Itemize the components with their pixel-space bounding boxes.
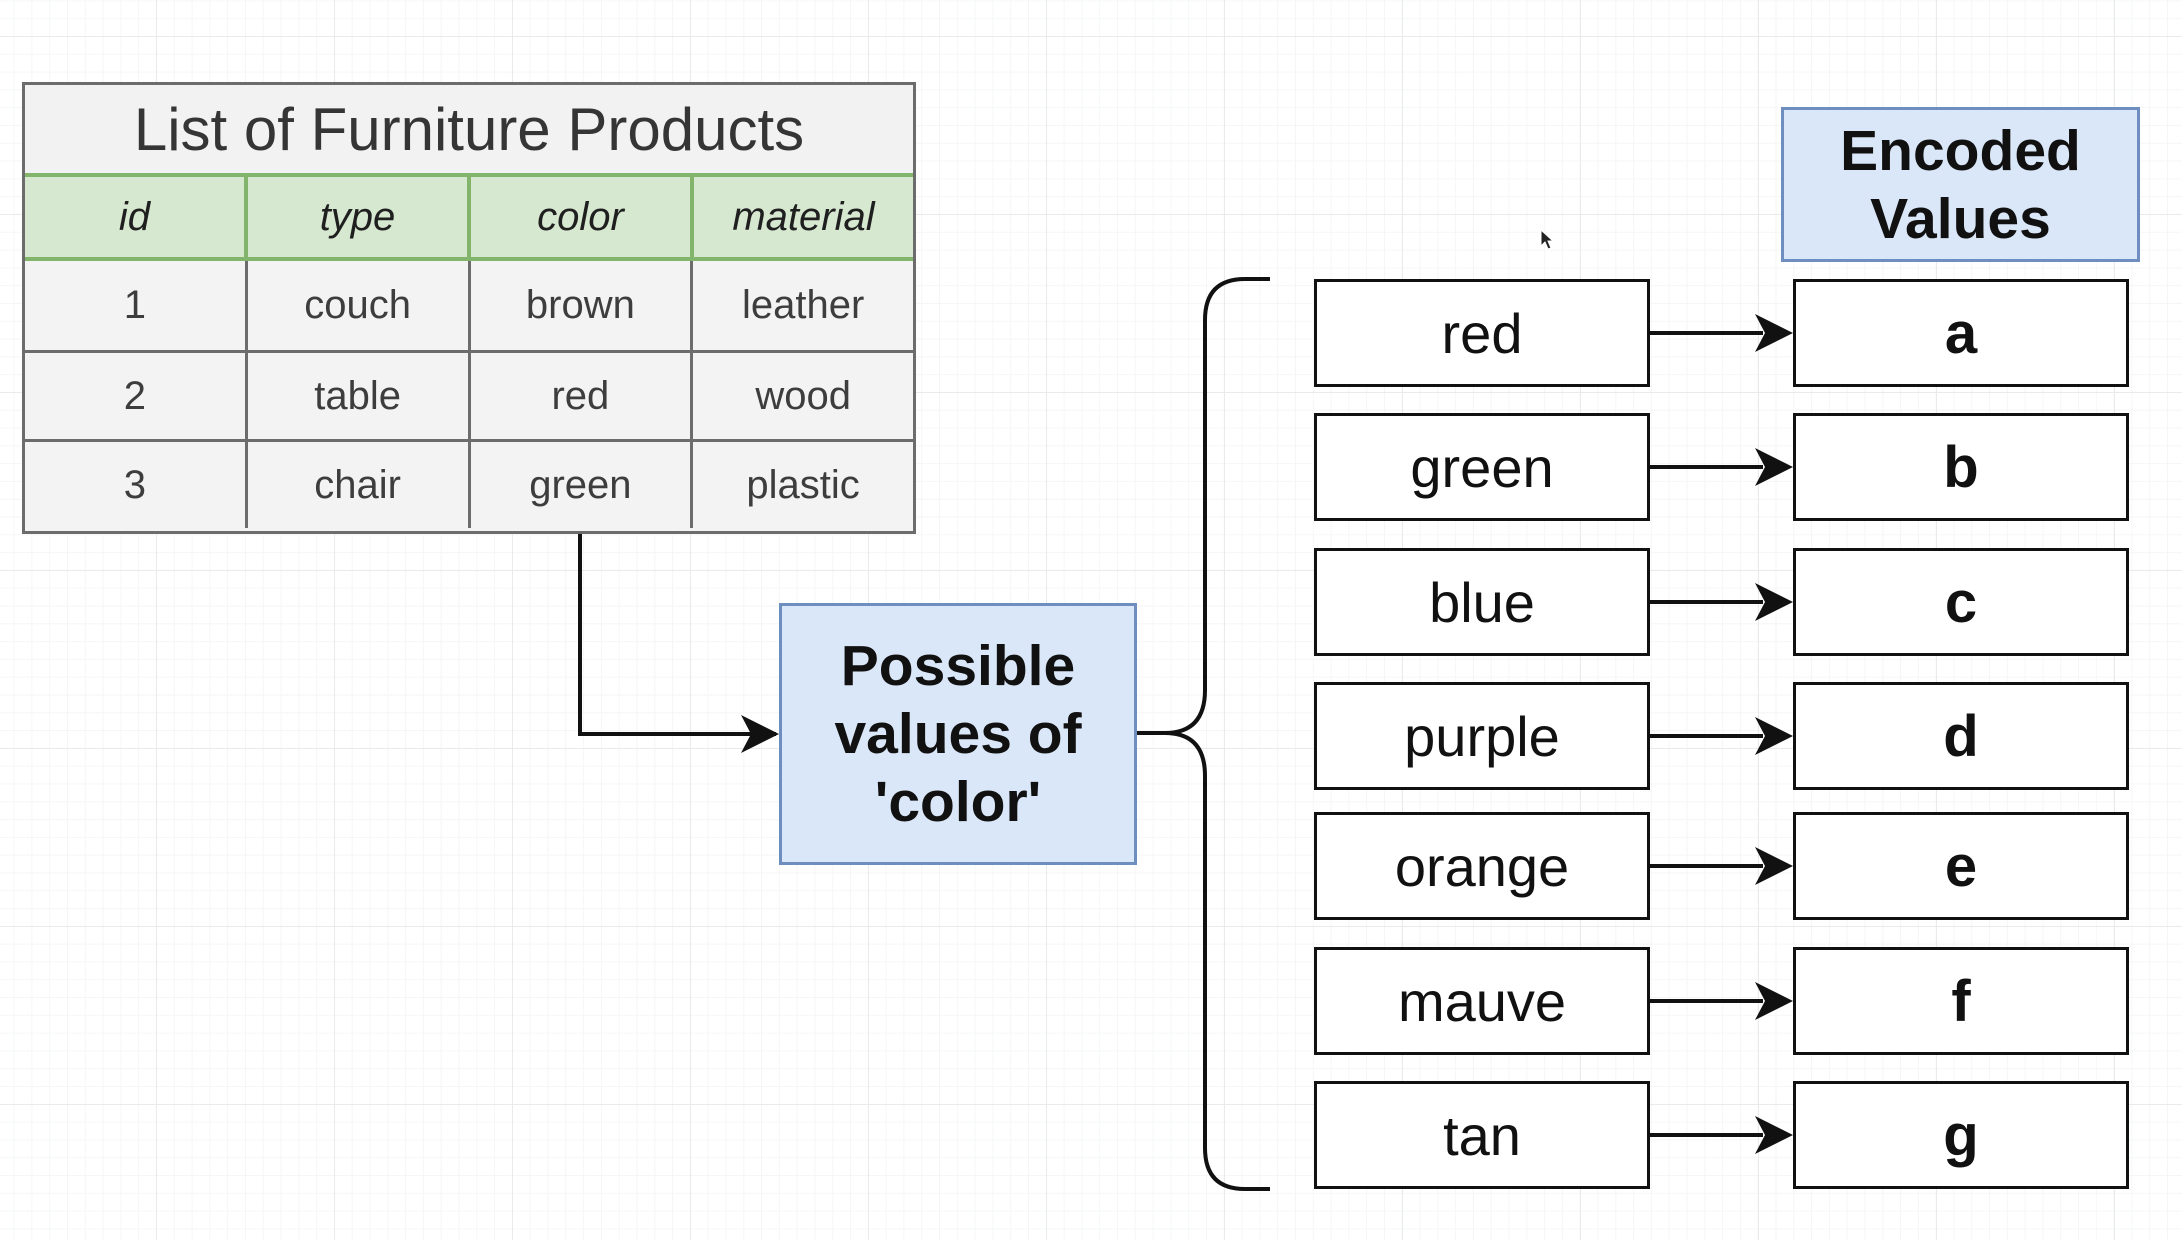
table-row: 2 table red wood [25, 350, 913, 439]
mapping-arrowhead [1755, 583, 1793, 621]
encoded-value-box: d [1793, 682, 2129, 790]
header-id: id [118, 194, 151, 239]
cell-material: leather [690, 261, 913, 350]
color-value-box: red [1314, 279, 1650, 387]
cell-color: brown [467, 261, 691, 350]
color-value-box: blue [1314, 548, 1650, 656]
encoded-values-label: Encoded Values [1840, 118, 2081, 251]
possible-values-label: Possible values of 'color' [834, 634, 1082, 834]
header-color: color [467, 177, 690, 257]
mapping-arrowhead [1755, 717, 1793, 755]
mouse-cursor-icon [1540, 229, 1555, 250]
cell-material: wood [690, 353, 913, 439]
cell-id: 2 [123, 373, 146, 418]
color-value-box: mauve [1314, 947, 1650, 1055]
cell-type: table [244, 353, 468, 439]
cell-type: couch [244, 261, 468, 350]
mapping-arrowhead [1755, 448, 1793, 486]
cell-color: green [467, 442, 691, 528]
curly-brace [1137, 277, 1270, 1191]
table-row: 1 couch brown leather [25, 261, 913, 350]
mapping-arrowhead [1755, 314, 1793, 352]
encoded-value-box: a [1793, 279, 2129, 387]
encoded-value-box: e [1793, 812, 2129, 920]
cell-type: chair [244, 442, 468, 528]
color-connector-arrowhead [741, 715, 779, 753]
encoded-value-box: g [1793, 1081, 2129, 1189]
cell-color: red [467, 353, 691, 439]
encoded-value-box: f [1793, 947, 2129, 1055]
cell-material: plastic [690, 442, 913, 528]
encoded-value-box: c [1793, 548, 2129, 656]
color-value-box: tan [1314, 1081, 1650, 1189]
color-value-box: orange [1314, 812, 1650, 920]
table-row: 3 chair green plastic [25, 439, 913, 528]
possible-values-box: Possible values of 'color' [779, 603, 1137, 865]
table-title: List of Furniture Products [25, 85, 913, 173]
header-type: type [244, 177, 467, 257]
table-body: 1 couch brown leather 2 table red wood 3… [25, 261, 913, 528]
mapping-arrowhead [1755, 982, 1793, 1020]
table-header-row: id type color material [25, 173, 913, 261]
header-material: material [690, 177, 913, 257]
mapping-arrowhead [1755, 847, 1793, 885]
cell-id: 1 [123, 283, 146, 327]
furniture-table: List of Furniture Products id type color… [22, 82, 916, 534]
encoded-value-box: b [1793, 413, 2129, 521]
mapping-arrowhead [1755, 1116, 1793, 1154]
color-value-box: green [1314, 413, 1650, 521]
color-value-box: purple [1314, 682, 1650, 790]
encoded-values-header: Encoded Values [1781, 107, 2140, 262]
cell-id: 3 [123, 462, 146, 507]
color-column-connector [578, 534, 776, 736]
